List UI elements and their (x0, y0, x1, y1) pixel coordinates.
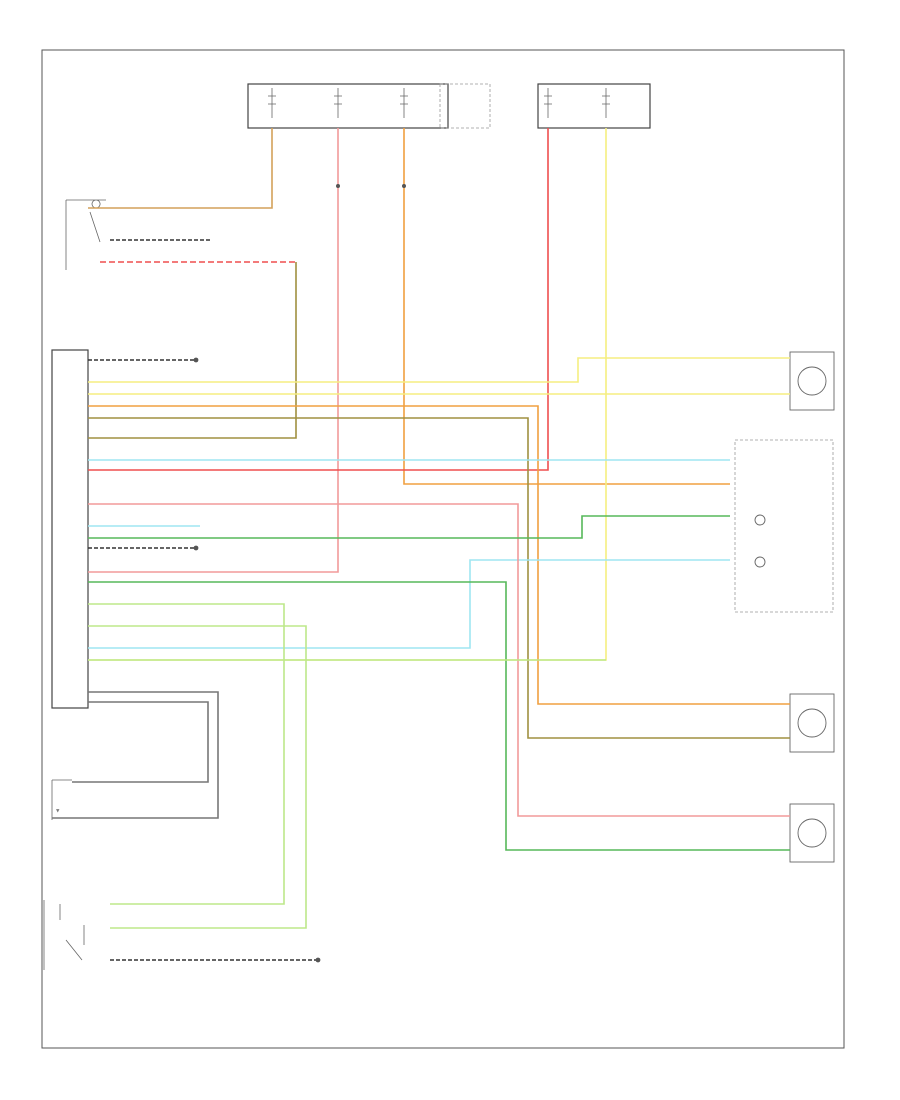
abs-relay: ▼ (51, 779, 72, 820)
wire-yellow-rf-a (88, 357, 790, 383)
rear-sensor-coil (797, 818, 827, 848)
lf-sensor-coil (797, 708, 827, 738)
rear-sensor (789, 803, 835, 863)
splice-dot (193, 545, 199, 551)
wires (52, 128, 790, 961)
abs-module (51, 349, 89, 709)
wire-green-rear (88, 581, 790, 851)
wire-light-green-b (88, 625, 307, 929)
rf-sensor-coil (797, 366, 827, 396)
wire-gray-b (72, 701, 209, 783)
wire-gray-a (52, 691, 219, 819)
instrument-cluster (734, 439, 834, 613)
abs-relay-symbol: ▼ (56, 809, 60, 814)
cluster-indicator-a (754, 514, 766, 526)
fuse-block-box (247, 83, 449, 129)
abs-relay-outline (51, 779, 72, 820)
wire-red-feed (88, 128, 549, 471)
splice-points (193, 184, 406, 963)
cluster-indicator-b (754, 556, 766, 568)
rf-sensor (789, 351, 835, 411)
wire-light-green-a (88, 603, 285, 905)
wire-tan-feed (88, 128, 273, 209)
battery-fuse-symbols (544, 88, 610, 118)
trac-switch (43, 900, 85, 970)
wire-pink-feed (88, 128, 339, 573)
wire-light-blue-lower (88, 559, 730, 649)
wire-tan-lf-b (88, 417, 790, 739)
splice-dot (193, 357, 199, 363)
instrument-cluster-outline (734, 439, 834, 613)
brake-switch (65, 199, 106, 270)
brake-switch-outline (65, 199, 106, 270)
diagram-frame (41, 49, 845, 1049)
battery-junction-box (537, 83, 651, 129)
fuse-symbols (268, 88, 408, 118)
rear-sensor-body (789, 803, 835, 863)
fuse-block (247, 83, 491, 129)
battery-junction-box-outline (537, 83, 651, 129)
trac-switch-outline (43, 900, 85, 970)
fuse-block-outline (439, 83, 491, 129)
wire-yellow-lf-a (88, 405, 790, 705)
wire-orange-feed (403, 128, 730, 485)
wire-olive (88, 262, 297, 439)
lf-sensor (789, 693, 835, 753)
splice-dot (336, 184, 340, 188)
splice-dot (315, 957, 321, 963)
splice-dot (402, 184, 406, 188)
abs-module-connector (51, 349, 89, 709)
wire-green-cluster (88, 515, 730, 539)
